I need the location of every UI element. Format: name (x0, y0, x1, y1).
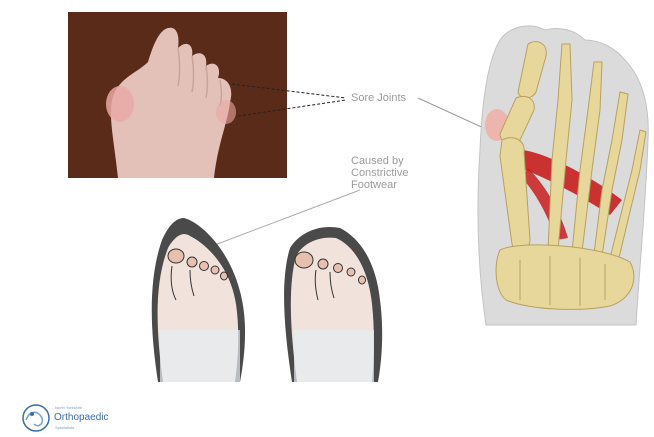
left-shoe-foot (152, 218, 245, 382)
logo-subtitle: Specialists (55, 425, 74, 430)
leader-line-photo-1 (232, 84, 346, 98)
skeleton-foot (478, 26, 648, 325)
caused-by-line-1: Caused by (351, 155, 408, 167)
logo-name: Orthopaedic (54, 412, 108, 423)
leader-line-skeleton (418, 98, 488, 130)
logo-emblem (23, 405, 49, 431)
tarsal-bones (496, 245, 634, 309)
right-shoe-foot (284, 227, 382, 382)
leader-line-photo-2 (238, 100, 346, 116)
caused-by-line-2: Constrictive (351, 167, 408, 179)
caused-by-line-3: Footwear (351, 179, 408, 191)
logo-tagline: North Yorkshire (55, 405, 82, 410)
sore-joints-label: Sore Joints (351, 92, 406, 104)
caused-by-label: Caused by Constrictive Footwear (351, 155, 408, 191)
